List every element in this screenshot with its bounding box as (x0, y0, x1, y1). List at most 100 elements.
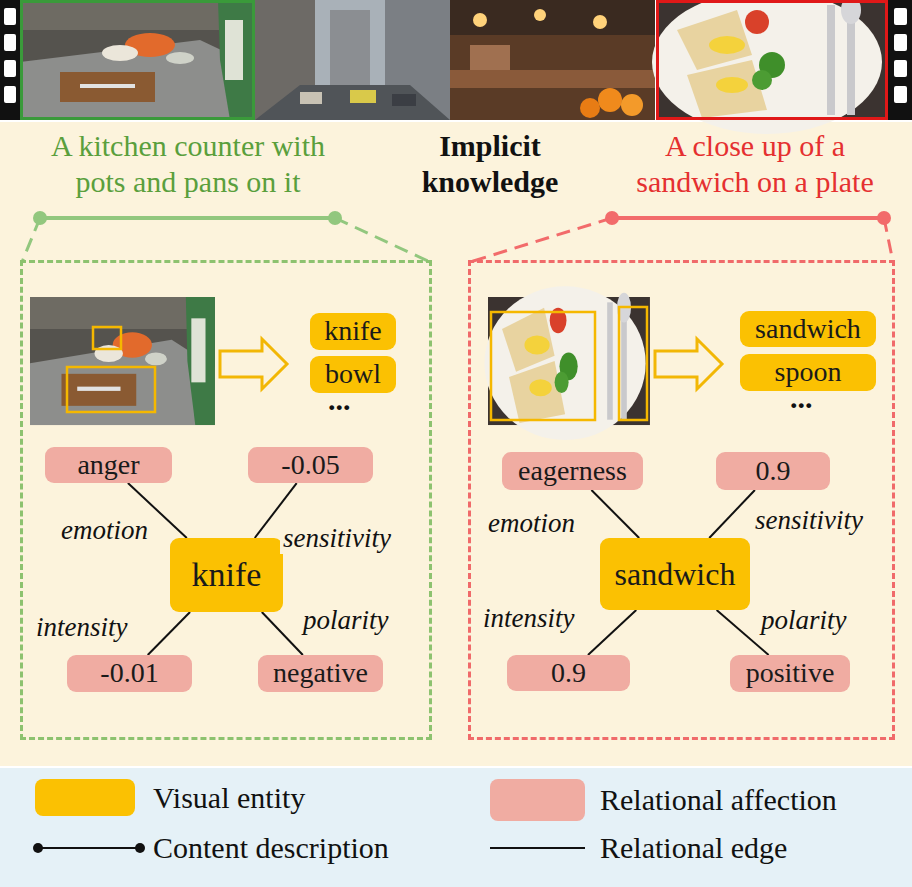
restaurant-photo (473, 13, 487, 27)
film-strip (4, 34, 16, 51)
film-strip (4, 60, 16, 77)
ellipsis: ... (328, 382, 351, 418)
film-strip (894, 86, 907, 103)
affection-box: -0.01 (67, 655, 192, 692)
kitchen-photo (20, 0, 255, 120)
caption-bracket (470, 218, 612, 262)
legend-text: Relational affection (600, 782, 837, 818)
kitchen-photo (20, 0, 255, 120)
kitchen-detection (30, 297, 215, 425)
kitchen-detection (93, 327, 121, 349)
sandwich-detection (491, 312, 595, 420)
hollow-arrow (220, 339, 287, 389)
restaurant-photo (621, 94, 643, 116)
film-strip (888, 0, 912, 120)
caption-bracket (22, 218, 40, 262)
caption-bracket (335, 218, 430, 262)
entity-label: sandwich (755, 313, 861, 345)
edge-label: sensitivity (280, 523, 394, 554)
affection-value: -0.01 (100, 657, 158, 689)
sandwich-detection (619, 307, 647, 420)
affection-value: positive (746, 657, 835, 689)
restaurant-photo (450, 0, 655, 120)
panel-background (0, 122, 912, 887)
film-strip (4, 8, 16, 25)
entity-label: sandwich (615, 556, 736, 593)
restaurant-photo (470, 45, 510, 70)
sandwich-photo (652, 0, 888, 134)
affection-value: 0.9 (551, 657, 586, 689)
edge-line (262, 612, 303, 655)
affection-box: negative (258, 655, 383, 692)
affection-value: negative (273, 657, 368, 689)
affection-box: eagerness (502, 452, 643, 490)
caption-bracket (40, 216, 335, 220)
affection-value: anger (77, 449, 139, 481)
legend-sample (135, 843, 145, 853)
sandwich-photo (652, 0, 888, 134)
relational-edge (588, 610, 636, 655)
street-photo (392, 94, 416, 106)
content-caption: A close up of a sandwich on a plate (620, 128, 890, 200)
legend-text: Content description (153, 830, 389, 866)
affection-box: -0.05 (248, 447, 373, 483)
edge-label: polarity (300, 605, 392, 636)
relational-edge (262, 612, 303, 655)
street-photo (350, 90, 376, 103)
street-photo (255, 85, 450, 120)
legend-text: Relational edge (600, 830, 787, 866)
edge-label: sensitivity (752, 505, 866, 536)
legend-sample (490, 847, 585, 849)
visual-entity-box: sandwich (600, 538, 750, 610)
content-caption: A kitchen counter with pots and pans on … (28, 128, 348, 200)
restaurant-photo (598, 88, 622, 112)
relational-edge (709, 490, 755, 538)
affection-value: eagerness (518, 455, 627, 487)
dashed-frame: A close up of a sandwich on a platesandw… (468, 260, 895, 740)
edge-line (709, 490, 755, 538)
edge-label: polarity (758, 605, 850, 636)
edge-label: emotion (58, 515, 151, 546)
affection-box: anger (45, 447, 172, 483)
restaurant-photo (593, 15, 607, 29)
legend-swatch (490, 779, 585, 821)
film-strip (894, 8, 907, 25)
film-strip (0, 0, 20, 120)
ellipsis: ... (790, 380, 813, 416)
film-strip (4, 86, 16, 103)
legend-swatch (35, 779, 135, 816)
panel-background (0, 768, 912, 887)
restaurant-photo (450, 0, 655, 35)
edge-line (588, 610, 636, 655)
relational-edge (591, 490, 639, 538)
edge-label: intensity (480, 603, 577, 634)
hollow-arrow (655, 339, 722, 389)
affection-box: 0.9 (507, 655, 630, 691)
center-heading: Implicit knowledge (400, 128, 580, 200)
sandwich-photo (658, 2, 887, 119)
sandwich-detection (484, 286, 649, 440)
edge-label: emotion (485, 508, 578, 539)
entity-label: knife (192, 555, 262, 594)
hollow-arrow (220, 339, 722, 389)
caption-bracket (612, 216, 884, 220)
kitchen-detection (30, 297, 215, 425)
street-photo (300, 92, 322, 104)
restaurant-photo (450, 70, 655, 88)
sandwich-detection (484, 286, 649, 440)
edge-line (591, 490, 639, 538)
panel-background (0, 122, 912, 766)
visual-entity-box: bowl (310, 356, 396, 392)
film-strip (894, 60, 907, 77)
affection-value: 0.9 (756, 455, 791, 487)
street-photo (255, 0, 450, 120)
caption-bracket (884, 218, 893, 262)
street-photo (255, 0, 450, 120)
entity-label: knife (324, 315, 382, 347)
relational-edge (148, 612, 190, 655)
visual-entity-box: sandwich (740, 311, 876, 347)
film-strip (894, 34, 907, 51)
legend-text: Visual entity (153, 780, 305, 816)
edge-line (148, 612, 190, 655)
